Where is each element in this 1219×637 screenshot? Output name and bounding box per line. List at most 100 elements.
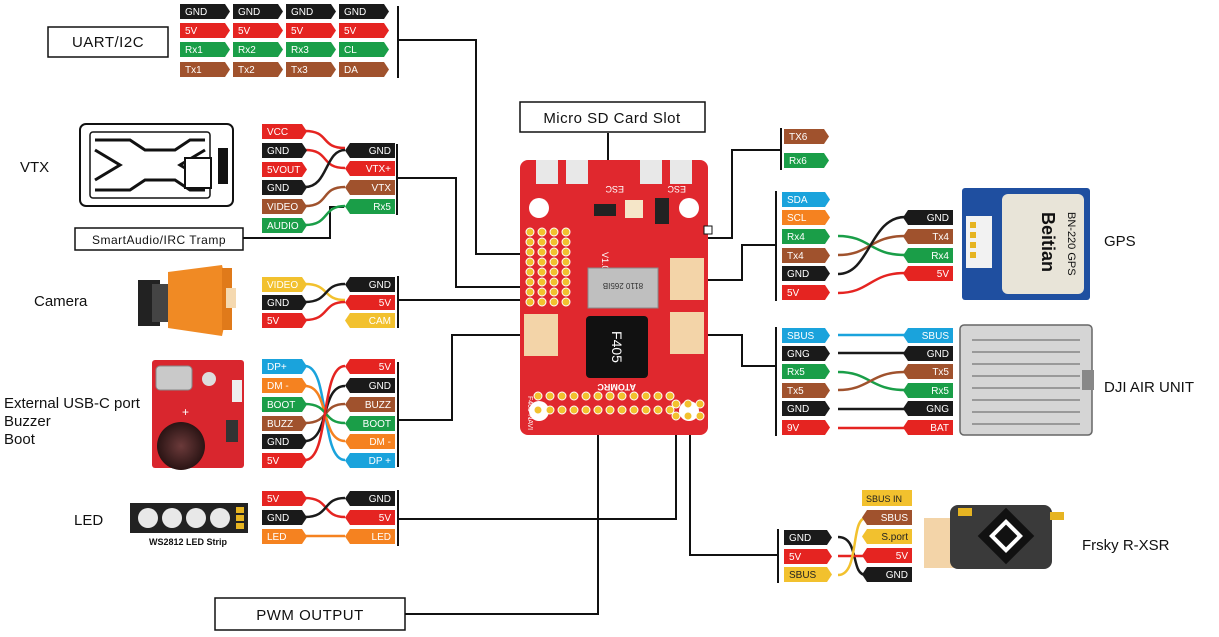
pin-tag-label: Tx1 [185,65,202,76]
pin-tag: Tx5 [782,383,830,398]
pin-tag-shape [345,143,395,158]
pin-tag-label: Rx5 [931,386,949,397]
boot-label: Boot [4,431,36,448]
pin-tag-label: GND [369,146,391,157]
pin-tag-label: AUDIO [267,221,299,232]
pin-tag-label: GND [267,183,289,194]
pin-tag-label: GND [344,7,366,18]
pin-tag: LED [345,529,395,544]
micro-sd-box [519,101,706,133]
board-chip-label: F405 [609,331,625,363]
pin-tag-shape [286,42,336,57]
pin-tag-shape [862,529,912,544]
solder-pad [525,277,535,287]
pin-tag: Rx5 [782,364,830,379]
dji-module [959,324,1094,436]
solder-pad [671,411,681,421]
pin-tag-label: Rx4 [931,251,949,262]
pin-tag-shape [180,23,230,38]
pin-tag-label: GND [787,404,809,415]
pin-tag-label: GND [927,349,949,360]
sbus-in-label: SBUS IN [866,494,902,504]
pin-tag-label: S.port [881,532,908,543]
svg-text:+: + [182,405,189,419]
pin-tag-shape [345,359,395,374]
solder-pad [641,391,651,401]
pin-tag: Tx3 [286,62,336,77]
pin-tag-shape [262,162,307,177]
pin-tag: SBUS [784,567,832,582]
pin-tag-label: GND [267,146,289,157]
solder-pad [695,411,705,421]
pin-tag-shape [345,180,395,195]
pin-tag: Rx5 [345,199,395,214]
frsky-wires [837,516,867,577]
pin-tag-label: SBUS [922,331,950,342]
pin-tag-label: GND [369,280,391,291]
pin-tag: GND [233,4,283,19]
pin-tag: BOOT [345,416,395,431]
smartaudio-label: SmartAudio/IRC Tramp [92,233,226,247]
board-version: V1.0 [600,252,610,271]
smartaudio-label-box [74,227,244,251]
pin-tag-label: GNG [926,404,949,415]
pin-tag: GND [862,567,912,582]
solder-pad [561,287,571,297]
pin-tag-label: LED [267,532,286,543]
pin-tag-label: 5VOUT [267,165,300,176]
pin-tag: GND [345,143,395,158]
solder-pad [605,405,615,415]
pin-tag-shape [345,378,395,393]
dji-to-board-line [706,334,776,367]
solder-pad [537,257,547,267]
pin-tag-shape [782,383,830,398]
pin-tag-shape [233,62,283,77]
camera-module [138,265,236,336]
pin-tag: Rx2 [233,42,283,57]
vtx-to-board-line [397,177,538,288]
pin-tag-label: 5V [267,456,280,467]
solder-pad [537,287,547,297]
pin-tag: GND [339,4,389,19]
pin-tag-shape [903,401,953,416]
solder-pad [653,405,663,415]
pin-tag-label: GND [238,7,260,18]
pin-tag-shape [262,359,307,374]
gps-wires [837,215,906,295]
solder-pad [629,405,639,415]
pin-tag: 5V [233,23,283,38]
pin-tag-label: GNG [787,349,810,360]
solder-pad [561,237,571,247]
led-wires [304,496,346,538]
pin-tag: GND [345,277,395,292]
led-strip-label: WS2812 LED Strip [149,537,228,547]
pin-tag-shape [784,129,829,144]
pin-tag: Rx6 [784,153,829,168]
pin-tag-label: SBUS [881,513,909,524]
pin-tag: 5V [339,23,389,38]
pin-tag-shape [233,23,283,38]
solder-pad [549,227,559,237]
pin-tag-shape [345,453,395,468]
pin-tag-label: 5V [379,362,392,373]
pin-tag: CL [339,42,389,57]
pin-tag: 5V [782,285,830,300]
uart-to-board-line [398,39,540,255]
pin-tag-shape [345,434,395,449]
solder-pad [695,399,705,409]
pin-tag: 5V [262,491,307,506]
pin-tag: GND [345,491,395,506]
pin-tag: DA [339,62,389,77]
pin-tag-shape [262,180,307,195]
pin-tag-shape [782,364,830,379]
pin-tag-shape [862,548,912,563]
solder-pad [537,237,547,247]
pin-tag: 5V [903,266,953,281]
pin-tag-label: 5V [344,26,357,37]
